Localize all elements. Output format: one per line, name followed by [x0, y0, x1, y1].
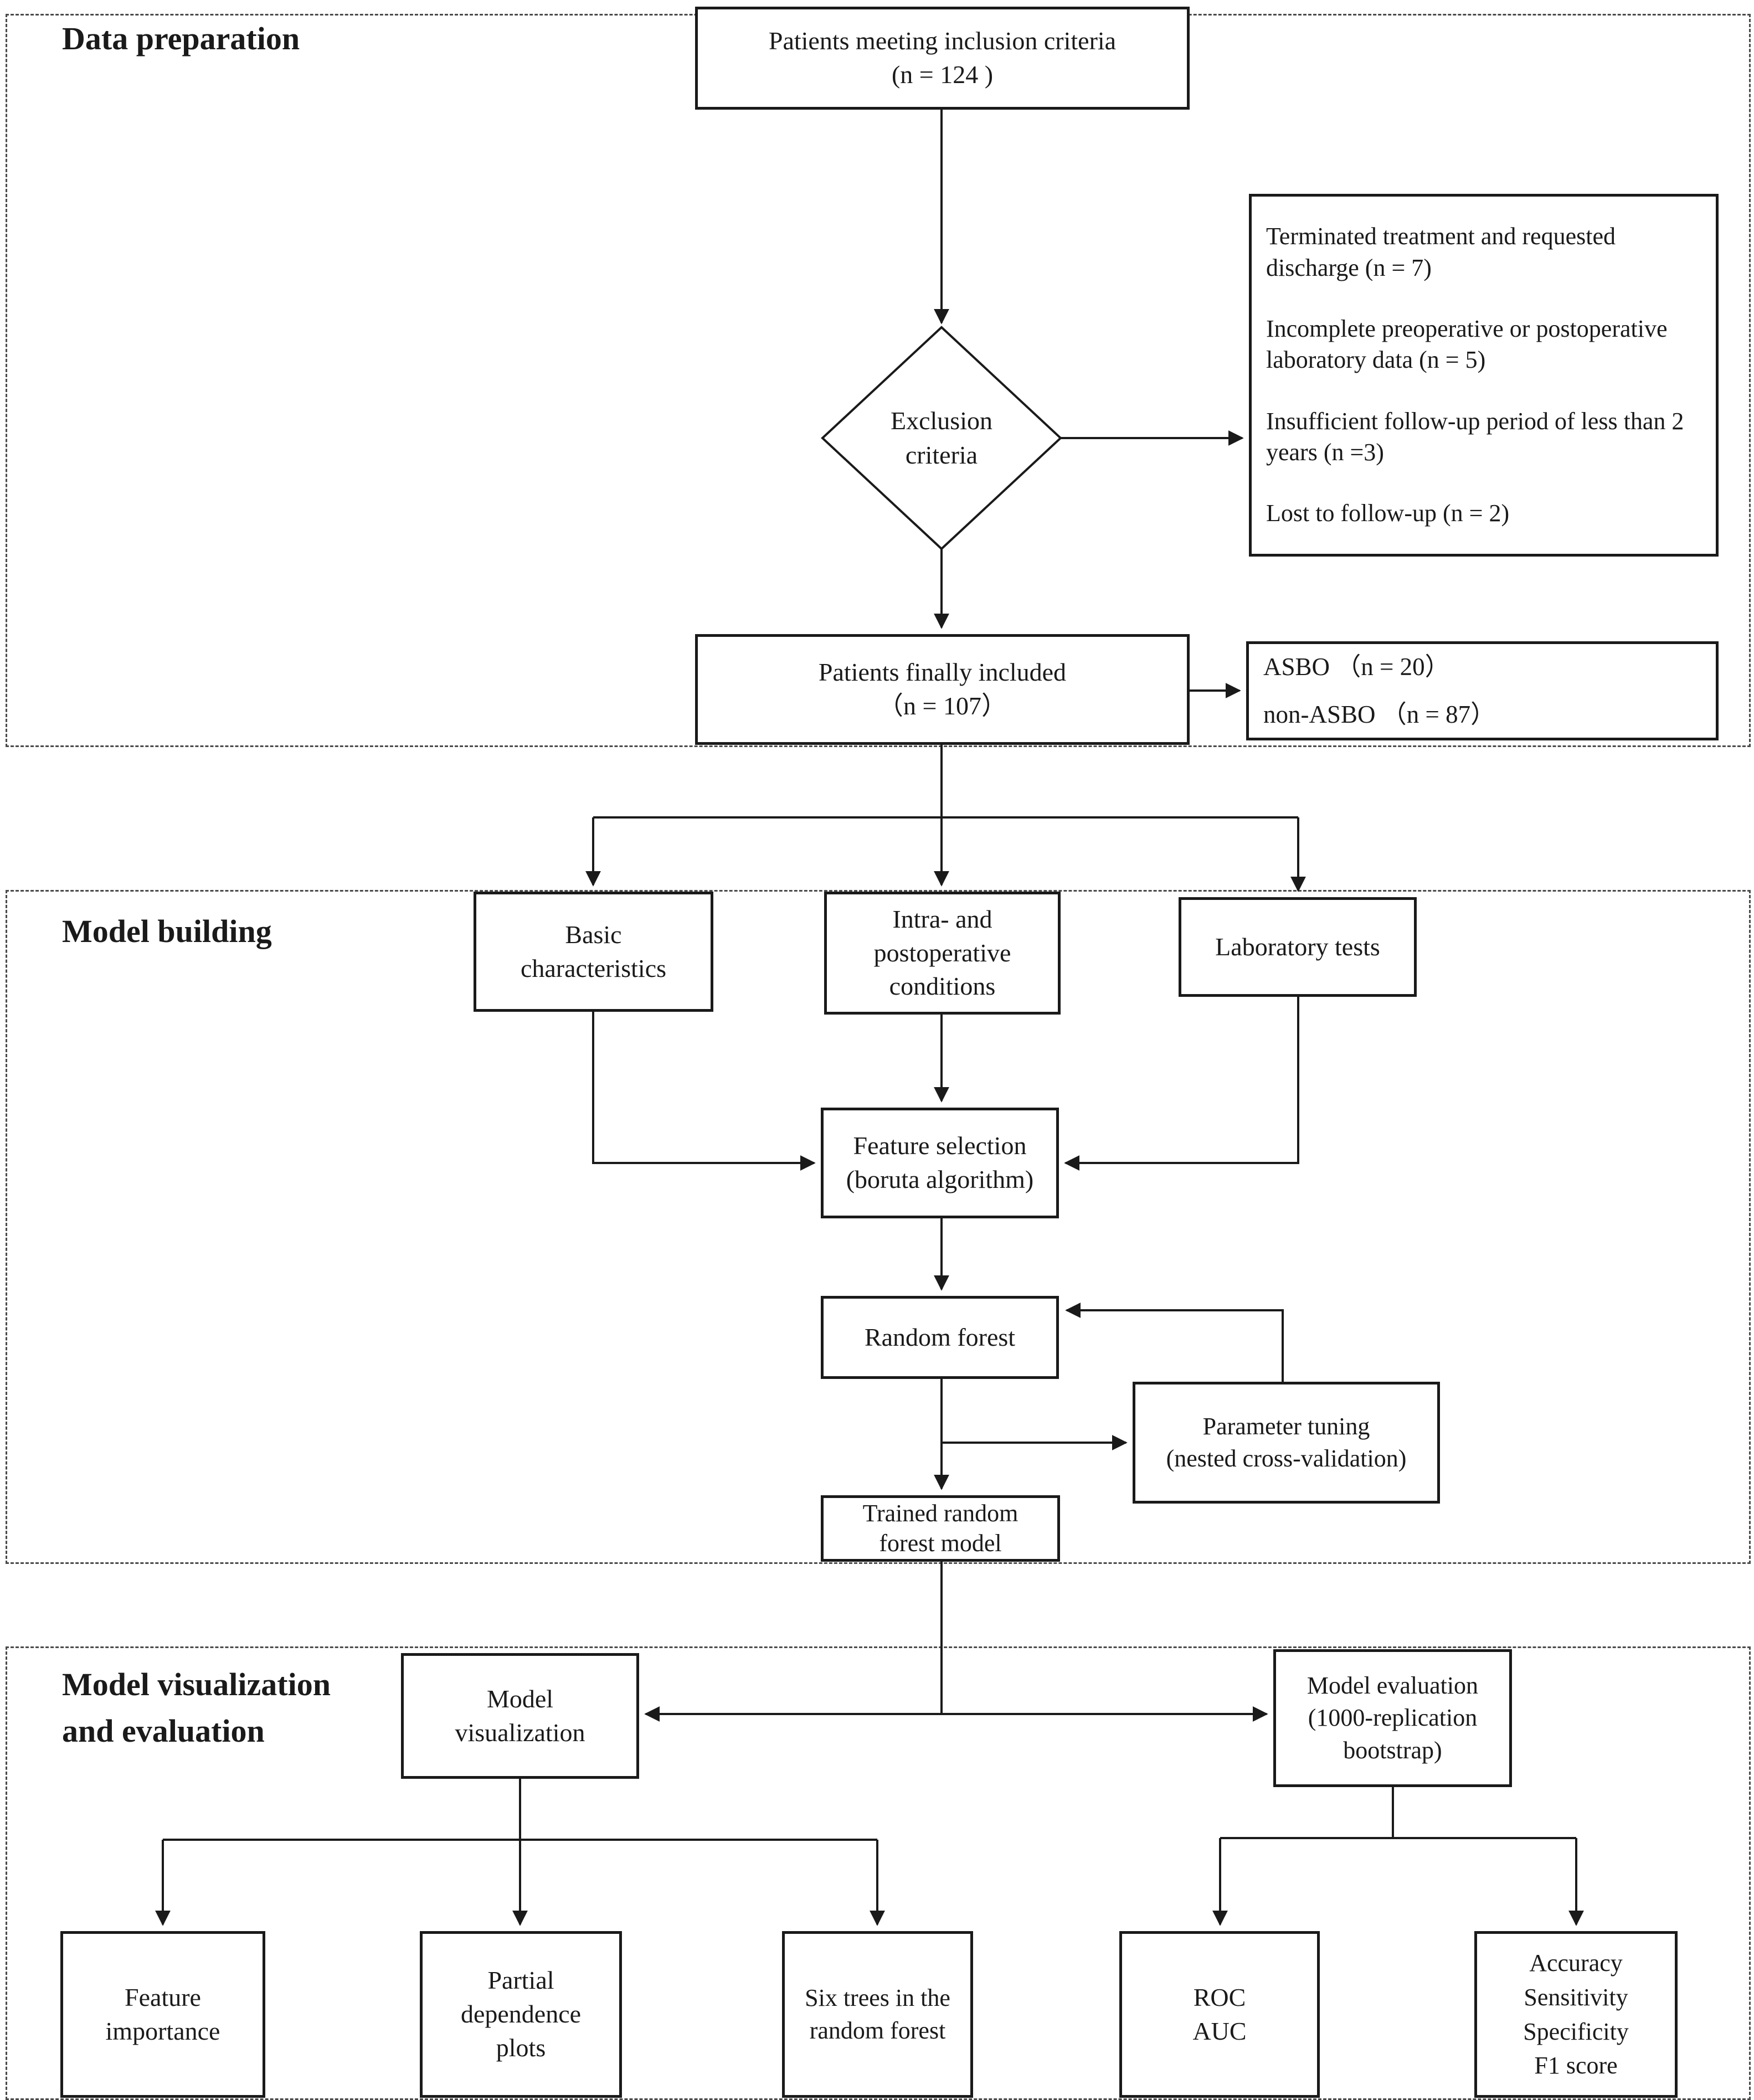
node-line: ROC: [1193, 1983, 1246, 2011]
node-line: Patients meeting inclusion criteria: [768, 27, 1117, 55]
exclusion-item: Insufficient follow-up period of less th…: [1266, 407, 1684, 466]
section-title-model-building: Model building: [62, 913, 272, 949]
node-partial-dependence-plots: Partial dependence plots: [420, 1931, 622, 2098]
node-model-evaluation: Model evaluation (1000-replication boots…: [1273, 1649, 1512, 1787]
node-intra-postoperative: Intra- and postoperative conditions: [824, 892, 1061, 1015]
node-line: AUC: [1192, 2016, 1247, 2045]
arrow-trained-to-visualization: [644, 1562, 943, 1722]
node-feature-selection: Feature selection (boruta algorithm): [821, 1108, 1059, 1218]
section-model-building: [6, 890, 1751, 1564]
node-line: conditions: [889, 972, 996, 1001]
node-line: Feature selection: [853, 1131, 1027, 1160]
node-patients-included: Patients finally included （n = 107）: [695, 634, 1190, 745]
node-line: Feature: [125, 1983, 201, 2011]
arrow-basic-to-featuresel: [592, 1012, 816, 1171]
node-line: (boruta algorithm): [846, 1165, 1034, 1193]
node-line: plots: [496, 2033, 546, 2062]
node-model-visualization: Model visualization: [401, 1653, 639, 1779]
node-line: Intra- and: [892, 904, 992, 933]
node-line: visualization: [455, 1718, 585, 1747]
node-line: （n = 107）: [878, 692, 1007, 720]
exclusion-item: Terminated treatment and requested disch…: [1266, 223, 1616, 281]
section-title-model-vis-eval: Model visualization and evaluation: [62, 1661, 331, 1754]
node-line: Six trees in the: [805, 1984, 950, 2012]
section-title-line: and evaluation: [62, 1713, 265, 1749]
node-feature-importance: Feature importance: [60, 1931, 265, 2098]
node-line: Patients finally included: [818, 658, 1067, 687]
node-patients-inclusion: Patients meeting inclusion criteria (n =…: [695, 7, 1190, 110]
node-trained-model: Trained random forest model: [821, 1495, 1060, 1562]
exclusion-item: Incomplete preoperative or postoperative…: [1266, 315, 1668, 374]
node-line: (1000-replication: [1308, 1704, 1478, 1732]
node-line: importance: [105, 2016, 220, 2045]
exclusion-diamond-shape: [821, 326, 1062, 550]
exclusion-item: Lost to follow-up (n = 2): [1266, 500, 1510, 527]
node-line: ASBO （n = 20）: [1263, 653, 1450, 681]
node-random-forest: Random forest: [821, 1296, 1059, 1379]
node-line: Model evaluation: [1307, 1672, 1479, 1700]
branch-line-visualization: [163, 1779, 877, 1841]
node-line: Exclusion: [891, 406, 992, 435]
node-line: Partial: [487, 1966, 554, 1995]
node-line: Accuracy: [1529, 1949, 1623, 1977]
node-line: postoperative: [873, 938, 1011, 967]
branch-line-top: [593, 745, 1298, 819]
node-line: non-ASBO （n = 87）: [1263, 700, 1496, 728]
node-line: forest model: [879, 1530, 1002, 1557]
node-line: characteristics: [520, 954, 667, 982]
node-line: Model: [486, 1684, 554, 1713]
section-title-data-preparation: Data preparation: [62, 20, 300, 56]
node-line: Parameter tuning: [1202, 1412, 1370, 1440]
node-line: (n = 124 ): [891, 60, 994, 89]
arrow-lab-to-featuresel: [1064, 997, 1299, 1171]
node-laboratory-tests: Laboratory tests: [1179, 897, 1417, 997]
node-exclusion-reasons: Terminated treatment and requested disch…: [1249, 194, 1719, 557]
node-basic-characteristics: Basic characteristics: [474, 892, 713, 1012]
node-parameter-tuning: Parameter tuning (nested cross-validatio…: [1133, 1382, 1440, 1504]
node-exclusion-criteria: Exclusion criteria: [822, 355, 1061, 521]
branch-line-evaluation: [1220, 1787, 1576, 1839]
node-metrics: Accuracy Sensitivity Specificity F1 scor…: [1474, 1931, 1678, 2098]
node-line: Sensitivity: [1524, 1983, 1628, 2011]
section-model-visualization-evaluation: [6, 1646, 1751, 2100]
arrow-tuning-to-rf: [1065, 1303, 1284, 1382]
node-outcome-groups: ASBO （n = 20） non-ASBO （n = 87）: [1246, 641, 1719, 740]
node-line: Trained random: [862, 1500, 1019, 1527]
node-line: dependence: [460, 2000, 582, 2029]
node-six-trees: Six trees in the random forest: [782, 1931, 973, 2098]
node-line: random forest: [809, 2016, 946, 2044]
node-line: Basic: [565, 920, 622, 949]
section-title-line: Model visualization: [62, 1666, 331, 1702]
node-line: Random forest: [864, 1322, 1016, 1351]
node-line: (nested cross-validation): [1166, 1445, 1407, 1472]
node-line: criteria: [905, 441, 978, 469]
node-roc-auc: ROC AUC: [1119, 1931, 1320, 2098]
node-line: bootstrap): [1343, 1736, 1442, 1764]
node-line: Laboratory tests: [1215, 932, 1380, 961]
node-line: F1 score: [1534, 2052, 1618, 2080]
node-line: Specificity: [1523, 2017, 1629, 2045]
